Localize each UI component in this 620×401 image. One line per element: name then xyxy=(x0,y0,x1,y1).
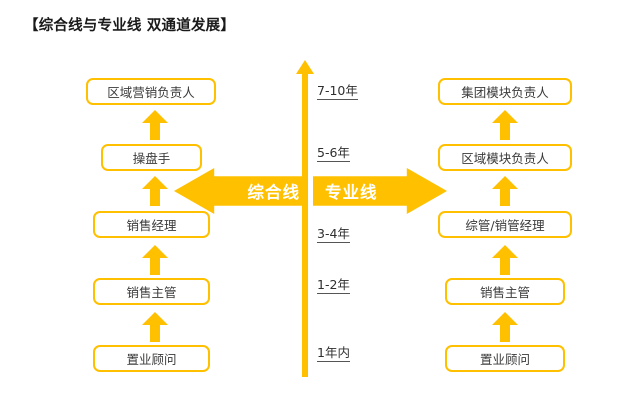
page-title: 【综合线与专业线 双通道发展】 xyxy=(24,18,236,34)
right-up-arrow-3-to-4 xyxy=(492,176,518,206)
arrow-head-icon xyxy=(492,312,518,325)
band-arrow-left-label: 综合线 xyxy=(247,183,300,202)
band-arrow-right-label: 专业线 xyxy=(325,183,378,202)
timeline-axis-arrow-icon xyxy=(296,60,314,74)
timeline-axis-shaft xyxy=(302,72,308,377)
band-arrow-zonghexian[interactable]: 综合线 xyxy=(174,168,308,214)
right-up-arrow-4-to-5 xyxy=(492,110,518,140)
year-tick-1nei: 1年内 xyxy=(317,345,350,362)
arrow-head-icon xyxy=(492,176,518,189)
left-up-arrow-2-to-3 xyxy=(142,245,168,275)
right-role-box-2[interactable]: 销售主管 xyxy=(445,278,565,305)
left-role-box-4[interactable]: 操盘手 xyxy=(101,144,202,171)
left-up-arrow-3-to-4 xyxy=(142,176,168,206)
right-up-arrow-2-to-3 xyxy=(492,245,518,275)
arrow-shaft xyxy=(150,324,160,342)
right-role-box-3[interactable]: 综管/销管经理 xyxy=(438,211,572,238)
left-up-arrow-1-to-2 xyxy=(142,312,168,342)
arrow-head-icon xyxy=(142,312,168,325)
year-tick-7-10: 7-10年 xyxy=(317,83,358,100)
year-tick-5-6: 5-6年 xyxy=(317,145,350,162)
arrow-head-icon xyxy=(142,176,168,189)
left-role-box-2[interactable]: 销售主管 xyxy=(93,278,210,305)
arrow-shaft xyxy=(150,122,160,140)
arrow-shaft xyxy=(500,324,510,342)
left-role-box-3[interactable]: 销售经理 xyxy=(93,211,210,238)
arrow-head-icon xyxy=(492,110,518,123)
arrow-shaft xyxy=(150,257,160,275)
right-role-box-5[interactable]: 集团模块负责人 xyxy=(438,78,572,105)
right-role-box-4[interactable]: 区域模块负责人 xyxy=(438,144,572,171)
left-role-box-5[interactable]: 区域营销负责人 xyxy=(86,78,216,105)
arrow-shaft xyxy=(500,122,510,140)
arrow-shaft xyxy=(500,257,510,275)
band-arrow-zhuanyexian[interactable]: 专业线 xyxy=(313,168,447,214)
arrow-head-icon xyxy=(142,110,168,123)
arrow-shaft xyxy=(150,188,160,206)
year-tick-1-2: 1-2年 xyxy=(317,277,350,294)
right-up-arrow-1-to-2 xyxy=(492,312,518,342)
left-up-arrow-4-to-5 xyxy=(142,110,168,140)
arrow-head-icon xyxy=(142,245,168,258)
arrow-shaft xyxy=(500,188,510,206)
left-role-box-1[interactable]: 置业顾问 xyxy=(93,345,210,372)
right-role-box-1[interactable]: 置业顾问 xyxy=(445,345,565,372)
year-tick-3-4: 3-4年 xyxy=(317,226,350,243)
arrow-head-icon xyxy=(492,245,518,258)
